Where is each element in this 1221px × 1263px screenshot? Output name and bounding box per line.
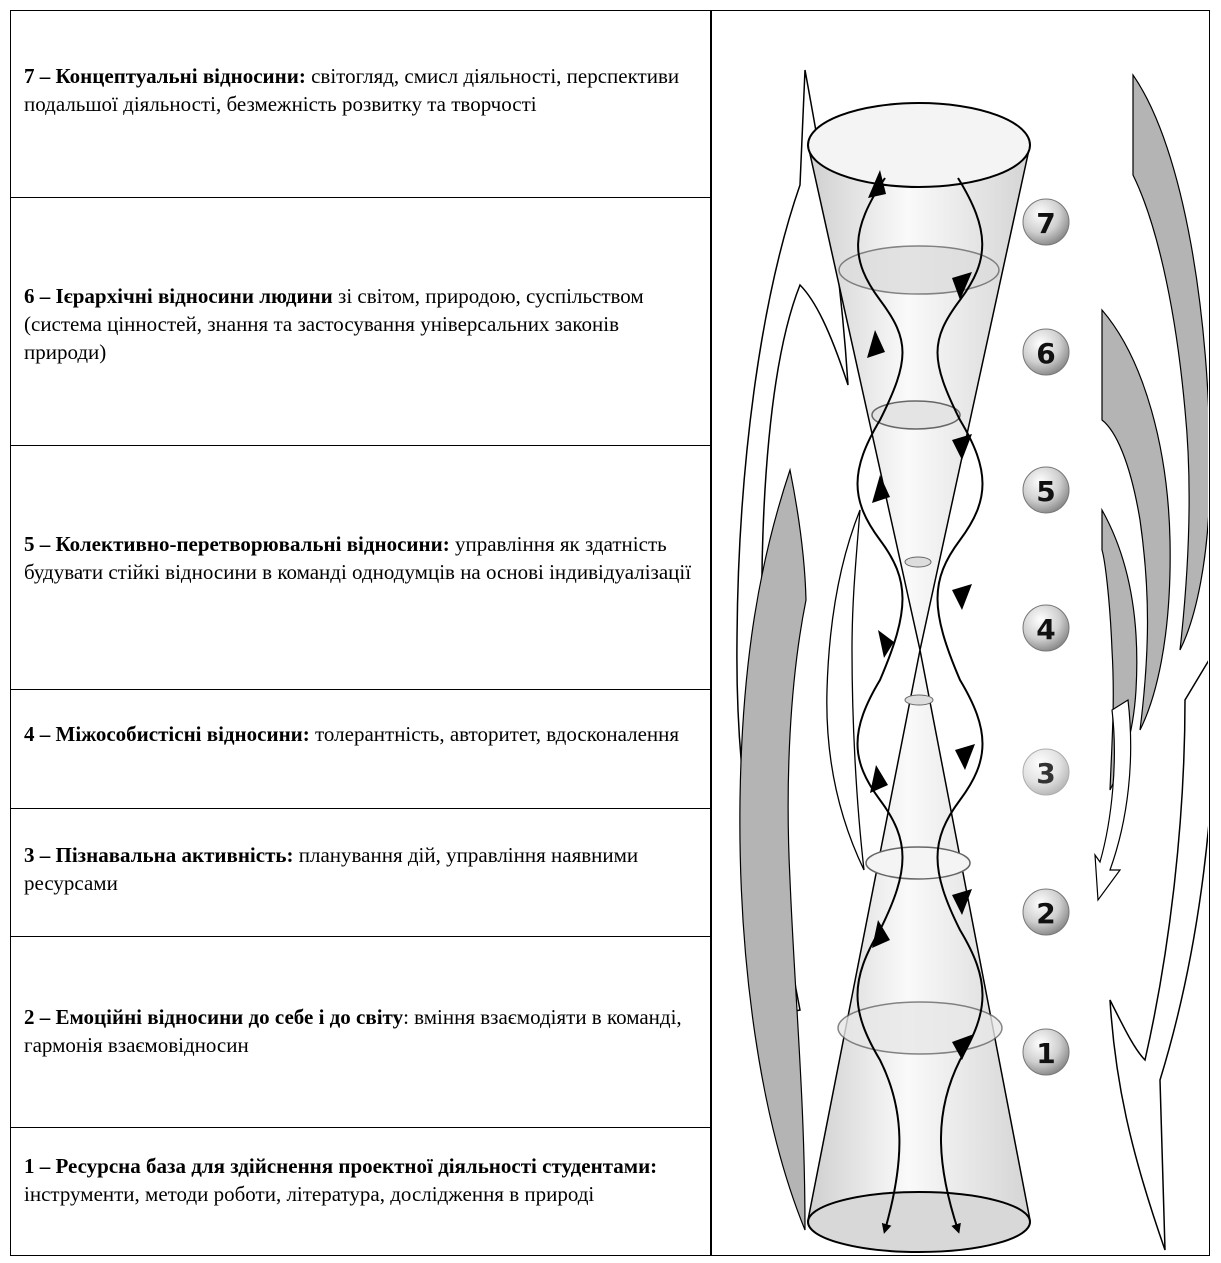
level-ball-1: 1 (1023, 1029, 1069, 1075)
table-row-6: 6 – Ієрархічні відносини людини зі світо… (10, 198, 711, 446)
row-7-heading: 7 – Концептуальні відносини: (24, 64, 306, 88)
row-2-heading: 2 – Емоційні відносини до себе і до світ… (24, 1005, 403, 1029)
row-6-heading: 6 – Ієрархічні відносини людини (24, 284, 333, 308)
row-1-heading: 1 – Ресурсна база для здійснення проектн… (24, 1154, 657, 1178)
table-row-1: 1 – Ресурсна база для здійснення проектн… (10, 1128, 711, 1256)
row-5-text: 5 – Колективно-перетворювальні відносини… (24, 530, 701, 586)
table-row-7: 7 – Концептуальні відносини: світогляд, … (10, 10, 711, 198)
table-row-5: 5 – Колективно-перетворювальні відносини… (10, 446, 711, 690)
svg-text:4: 4 (1036, 613, 1055, 646)
svg-text:7: 7 (1036, 207, 1055, 240)
level-ball-3: 3 (1023, 749, 1069, 795)
svg-text:6: 6 (1036, 337, 1055, 370)
level-ball-7: 7 (1023, 199, 1069, 245)
svg-text:3: 3 (1036, 757, 1055, 790)
table-row-2: 2 – Емоційні відносини до себе і до світ… (10, 937, 711, 1128)
level-ball-6: 6 (1023, 329, 1069, 375)
bottom-rim (808, 1192, 1030, 1252)
svg-text:2: 2 (1036, 897, 1055, 930)
table-row-3: 3 – Пізнавальна активність: планування д… (10, 809, 711, 937)
ring-3 (905, 695, 933, 705)
row-7-text: 7 – Концептуальні відносини: світогляд, … (24, 62, 701, 118)
hourglass-diagram: 7 6 5 4 3 2 1 (712, 12, 1208, 1254)
level-ball-4: 4 (1023, 605, 1069, 651)
row-3-text: 3 – Пізнавальна активність: планування д… (24, 841, 701, 897)
top-rim (808, 103, 1030, 187)
row-4-text: 4 – Міжособистісні відносини: толерантні… (24, 720, 701, 748)
svg-text:1: 1 (1036, 1037, 1055, 1070)
row-4-heading: 4 – Міжособистісні відносини: (24, 722, 310, 746)
row-1-text: 1 – Ресурсна база для здійснення проектн… (24, 1152, 701, 1208)
ring-5 (872, 401, 960, 429)
row-2-text: 2 – Емоційні відносини до себе і до світ… (24, 1003, 701, 1059)
row-5-heading: 5 – Колективно-перетворювальні відносини… (24, 532, 450, 556)
row-1-description: інструменти, методи роботи, література, … (24, 1182, 594, 1206)
ring-2 (866, 847, 970, 879)
svg-text:5: 5 (1036, 475, 1055, 508)
row-3-heading: 3 – Пізнавальна активність: (24, 843, 294, 867)
level-ball-5: 5 (1023, 467, 1069, 513)
ring-4 (905, 557, 931, 567)
row-4-description: толерантність, авторитет, вдосконалення (310, 722, 679, 746)
table-row-4: 4 – Міжособистісні відносини: толерантні… (10, 690, 711, 809)
row-6-text: 6 – Ієрархічні відносини людини зі світо… (24, 282, 701, 366)
ring-1 (838, 1002, 1002, 1054)
level-ball-2: 2 (1023, 889, 1069, 935)
left-small-arrow (827, 510, 864, 870)
